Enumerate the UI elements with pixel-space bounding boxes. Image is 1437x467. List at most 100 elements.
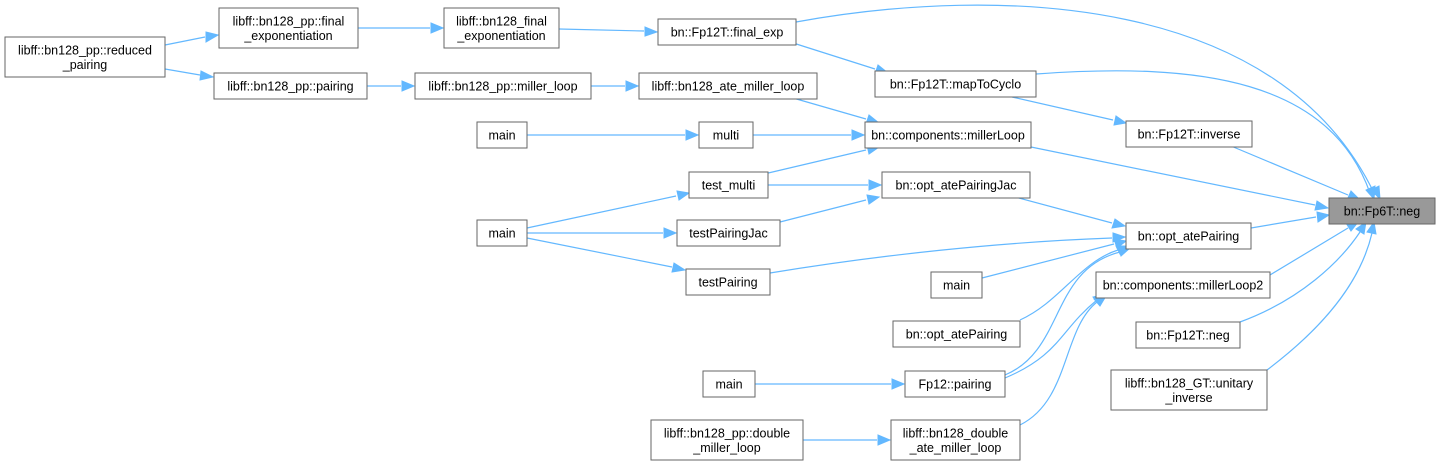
node-main1[interactable]: main	[476, 121, 528, 149]
edge-main2-to-test-pairing	[526, 237, 687, 273]
node-box[interactable]	[676, 219, 781, 247]
node-label: bn::components::millerLoop2	[1103, 279, 1264, 293]
node-main4[interactable]: main	[702, 370, 756, 398]
node-box[interactable]	[1125, 222, 1252, 250]
node-label: libff::bn128_pp::pairing	[227, 80, 353, 94]
node-label: libff::bn128_final	[456, 14, 547, 28]
node-label: bn::opt_atePairing	[906, 328, 1008, 342]
node-double-miller-loop[interactable]: libff::bn128_pp::double_miller_loop	[650, 419, 804, 461]
node-label: libff::bn128_pp::miller_loop	[428, 80, 577, 94]
node-label: bn::Fp12T::mapToCyclo	[890, 78, 1021, 92]
node-test-pairing[interactable]: testPairing	[685, 268, 771, 296]
edge-double-miller-loop-to-double-ate-miller-loop	[803, 434, 892, 446]
node-label: main	[488, 227, 515, 241]
node-label: libff::bn128_pp::final	[233, 14, 345, 28]
node-fp12-neg[interactable]: bn::Fp12T::neg	[1135, 321, 1241, 349]
node-box[interactable]	[4, 36, 166, 78]
edge-multi-to-comp-miller-loop	[753, 129, 866, 141]
node-label: multi	[713, 129, 739, 143]
node-box[interactable]	[218, 7, 359, 49]
node-label: bn::Fp12T::inverse	[1138, 128, 1241, 142]
node-box[interactable]	[476, 219, 528, 247]
edges	[164, 4, 1381, 446]
edge-main2-to-test-pairing-jac	[527, 227, 678, 239]
node-pp-final-exp[interactable]: libff::bn128_pp::final_exponentiation	[218, 7, 359, 49]
node-box[interactable]	[892, 320, 1021, 348]
node-main2[interactable]: main	[476, 219, 528, 247]
node-label: _exponentiation	[243, 29, 332, 43]
node-box[interactable]	[688, 171, 769, 199]
node-box[interactable]	[685, 268, 771, 296]
node-label: Fp12::pairing	[919, 378, 992, 392]
node-label: testPairing	[698, 276, 757, 290]
node-box[interactable]	[1110, 369, 1268, 411]
node-box[interactable]	[650, 419, 804, 461]
node-box[interactable]	[864, 121, 1032, 149]
edge-map-to-cyclo-to-fp6-neg	[1035, 70, 1376, 201]
node-map-to-cyclo[interactable]: bn::Fp12T::mapToCyclo	[874, 70, 1037, 98]
node-box[interactable]	[1328, 197, 1436, 225]
node-box[interactable]	[904, 370, 1006, 398]
edge-fp12-final-exp-to-fp6-neg	[795, 4, 1381, 201]
edge-unitary-inverse-to-fp6-neg	[1266, 220, 1377, 371]
node-box[interactable]	[930, 271, 983, 299]
edge-opt-ate-jac-to-opt-ate-pairing	[1014, 196, 1127, 229]
node-label: _inverse	[1164, 391, 1212, 405]
node-label: bn::Fp12T::final_exp	[671, 26, 784, 40]
node-fp12-final-exp[interactable]: bn::Fp12T::final_exp	[657, 18, 797, 46]
node-label: bn::Fp6T::neg	[1344, 205, 1420, 219]
node-label: bn::Fp12T::neg	[1146, 329, 1229, 343]
node-box[interactable]	[1095, 271, 1271, 299]
edge-map-to-cyclo-to-fp12-inverse	[1011, 96, 1128, 126]
edge-pp-final-exp-to-bn128-final-exp	[358, 22, 445, 34]
node-comp-miller-loop[interactable]: bn::components::millerLoop	[864, 121, 1032, 149]
edge-test-multi-to-opt-ate-jac	[768, 179, 883, 191]
node-fp12-inverse[interactable]: bn::Fp12T::inverse	[1125, 120, 1253, 148]
node-label: test_multi	[702, 179, 756, 193]
edge-main1-to-multi	[527, 129, 700, 141]
node-box[interactable]	[1125, 120, 1253, 148]
node-fp12-pairing[interactable]: Fp12::pairing	[904, 370, 1006, 398]
node-double-ate-miller-loop[interactable]: libff::bn128_double_ate_miller_loop	[890, 419, 1021, 461]
node-test-pairing-jac[interactable]: testPairingJac	[676, 219, 781, 247]
edge-ate-miller-loop-to-comp-miller-loop	[792, 97, 881, 125]
node-opt-ate-jac[interactable]: bn::opt_atePairingJac	[881, 171, 1031, 199]
node-box[interactable]	[881, 171, 1031, 199]
node-box[interactable]	[698, 121, 754, 149]
node-unitary-inverse[interactable]: libff::bn128_GT::unitary_inverse	[1110, 369, 1268, 411]
node-label: libff::bn128_pp::reduced	[18, 43, 152, 57]
edge-test-pairing-jac-to-opt-ate-jac	[779, 194, 881, 223]
node-ate-miller-loop[interactable]: libff::bn128_ate_miller_loop	[638, 72, 818, 100]
node-box[interactable]	[443, 7, 560, 49]
node-fp6-neg[interactable]: bn::Fp6T::neg	[1328, 197, 1436, 225]
node-main3[interactable]: main	[930, 271, 983, 299]
node-label: main	[943, 279, 970, 293]
node-label: main	[715, 378, 742, 392]
edge-reduced-pairing-to-pp-final-exp	[164, 31, 220, 46]
node-box[interactable]	[414, 72, 592, 100]
node-opt-ate-pairing[interactable]: bn::opt_atePairing	[1125, 222, 1252, 250]
node-box[interactable]	[638, 72, 818, 100]
node-comp-miller-loop2[interactable]: bn::components::millerLoop2	[1095, 271, 1271, 299]
node-box[interactable]	[702, 370, 756, 398]
node-box[interactable]	[213, 72, 368, 100]
node-box[interactable]	[1135, 321, 1241, 349]
node-pp-pairing[interactable]: libff::bn128_pp::pairing	[213, 72, 368, 100]
node-box[interactable]	[657, 18, 797, 46]
node-label: _pairing	[62, 58, 108, 72]
node-reduced-pairing[interactable]: libff::bn128_pp::reduced_pairing	[4, 36, 166, 78]
node-box[interactable]	[890, 419, 1021, 461]
node-label: libff::bn128_pp::double	[664, 426, 790, 440]
node-label: bn::components::millerLoop	[871, 129, 1025, 143]
node-box[interactable]	[476, 121, 528, 149]
node-pp-miller-loop[interactable]: libff::bn128_pp::miller_loop	[414, 72, 592, 100]
node-opt-ate-pairing2[interactable]: bn::opt_atePairing	[892, 320, 1021, 348]
node-box[interactable]	[874, 70, 1037, 98]
node-test-multi[interactable]: test_multi	[688, 171, 769, 199]
node-label: _exponentiation	[456, 29, 545, 43]
node-multi[interactable]: multi	[698, 121, 754, 149]
nodes: bn::Fp6T::neg libff::bn128_pp::reduced_pa…	[4, 7, 1436, 461]
node-bn128-final-exp[interactable]: libff::bn128_final_exponentiation	[443, 7, 560, 49]
node-label: testPairingJac	[689, 227, 768, 241]
edge-fp12-final-exp-to-map-to-cyclo	[789, 41, 890, 75]
